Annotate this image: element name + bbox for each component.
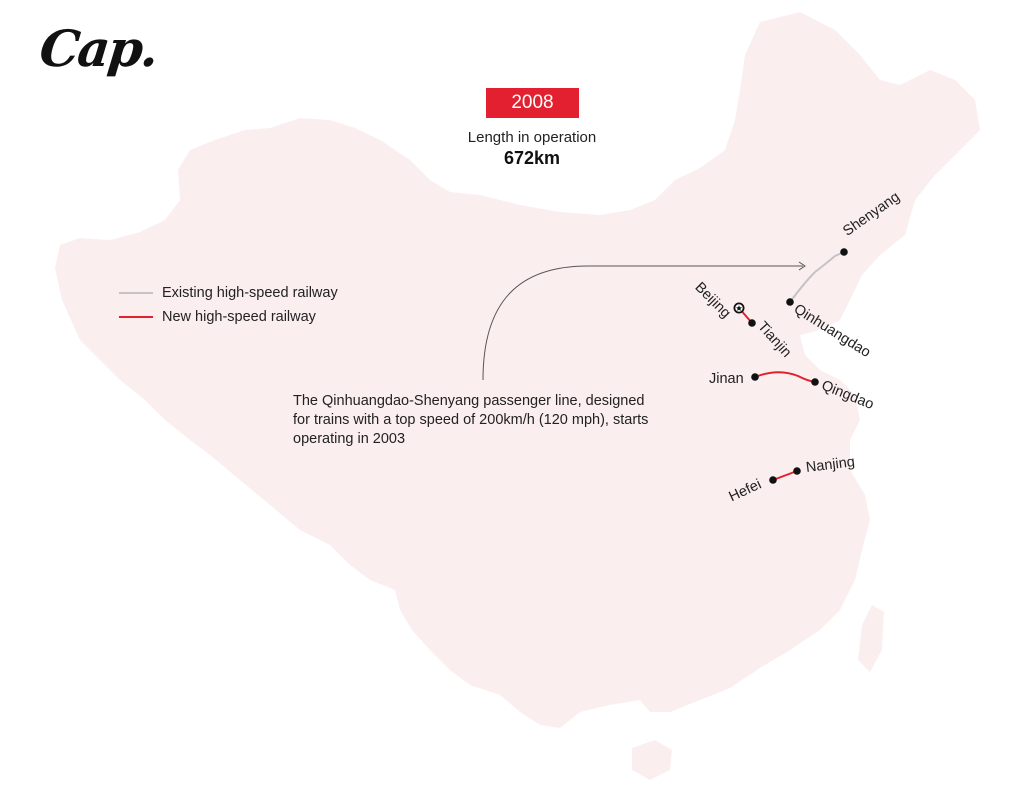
callout-connector	[482, 261, 806, 381]
city-dot-hefei	[769, 476, 777, 484]
cap-logo: Cap.	[36, 19, 160, 78]
new-line-swatch	[119, 316, 153, 318]
callout-curve	[482, 265, 803, 381]
hainan-island-shape	[632, 740, 672, 780]
length-value: 672km	[503, 148, 561, 168]
arrow-right-icon	[798, 261, 806, 271]
legend-label-new: New high-speed railway	[162, 309, 316, 325]
capital-star-icon	[733, 302, 745, 314]
city-dot-jinan	[751, 373, 759, 381]
city-dot-qinhuangdao	[786, 298, 794, 306]
year-badge: 2008	[486, 88, 579, 118]
qinhuangdao-shenyang-line	[789, 251, 845, 303]
taiwan-island-shape	[858, 605, 884, 672]
land-mass	[55, 12, 980, 780]
hefei-nanjing-line	[772, 470, 798, 481]
existing-line-swatch	[119, 292, 153, 294]
annotation-text: The Qinhuangdao-Shenyang passenger line,…	[293, 393, 649, 447]
city-dot-nanjing	[793, 467, 801, 475]
city-dot-qingdao	[811, 378, 819, 386]
city-label-jinan: Jinan	[709, 371, 744, 387]
legend-item-existing: Existing high-speed railway	[119, 281, 338, 305]
legend-label-existing: Existing high-speed railway	[162, 285, 338, 301]
city-dot-tianjin	[748, 319, 756, 327]
mainland-shape	[55, 12, 980, 728]
city-dot-shenyang	[840, 248, 848, 256]
length-label: Length in operation	[467, 129, 597, 146]
jinan-qingdao-line	[754, 371, 816, 383]
legend: Existing high-speed railway New high-spe…	[119, 281, 338, 329]
legend-item-new: New high-speed railway	[119, 305, 338, 329]
city-markers	[733, 248, 848, 484]
